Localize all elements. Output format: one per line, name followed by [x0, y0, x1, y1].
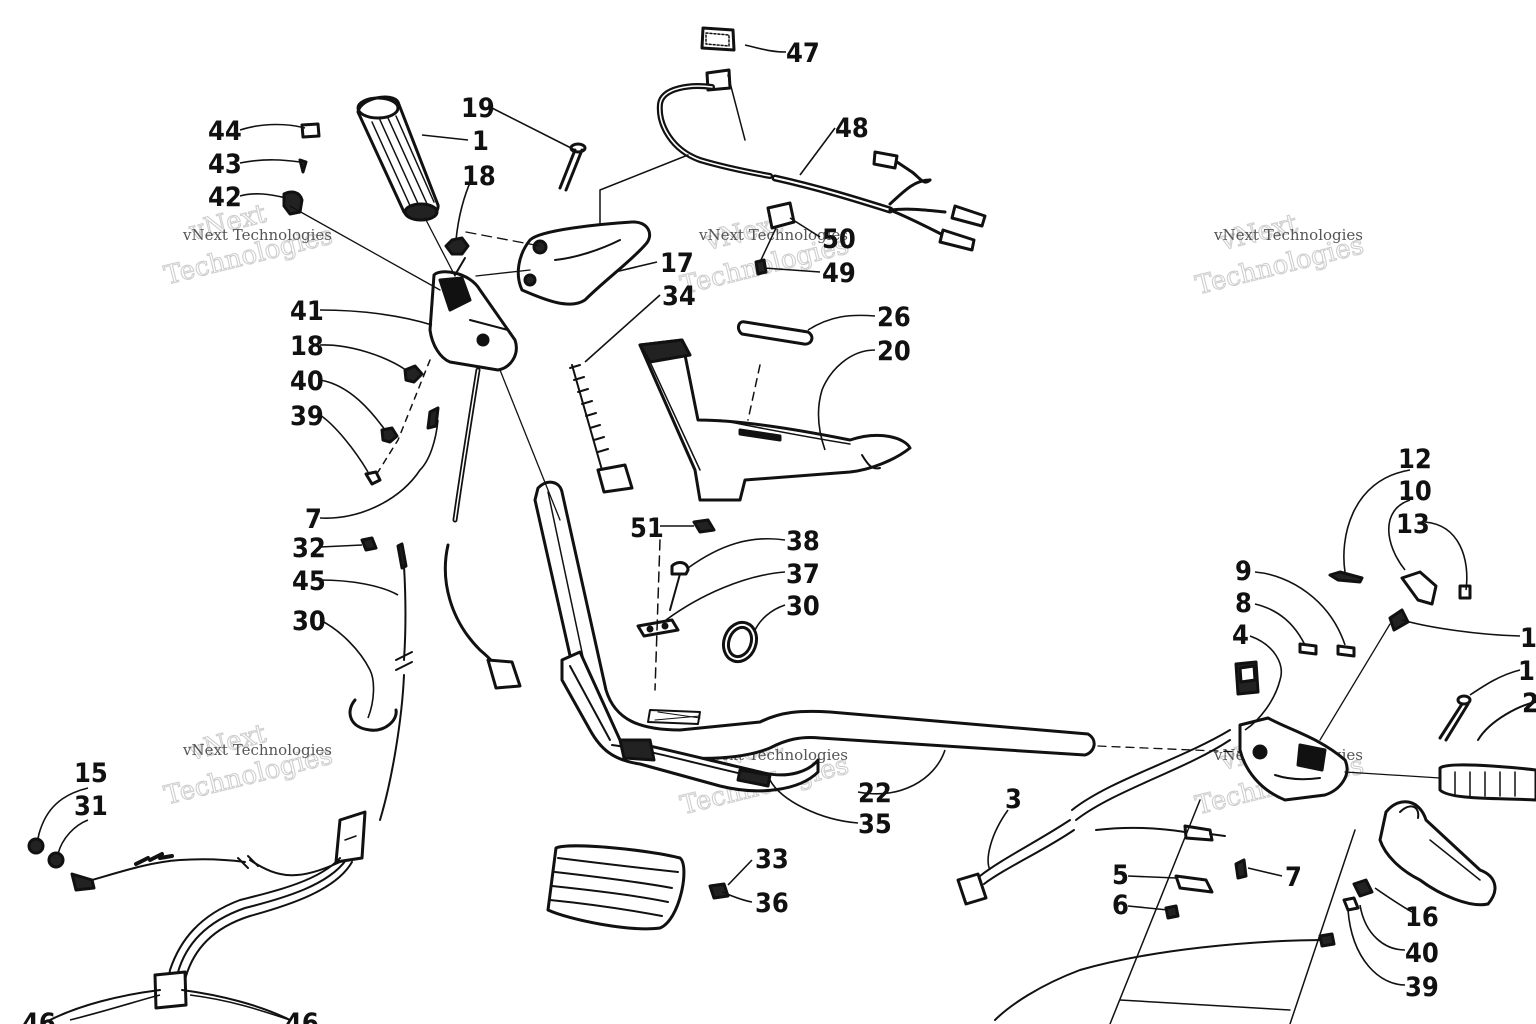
riser-block-35 — [560, 650, 820, 793]
brake-cable — [994, 932, 1336, 1021]
callout-46-right: 46 — [285, 1008, 319, 1024]
callout-30b: 30 — [292, 606, 326, 637]
callout-17: 17 — [660, 248, 694, 279]
callout-45: 45 — [292, 566, 326, 597]
handlebar-grip-right-21 — [1438, 701, 1536, 802]
wiring-harness-48 — [599, 68, 987, 252]
small-parts-8-9 — [1298, 642, 1356, 658]
bolt-14 — [1438, 694, 1472, 742]
screw-7-right — [1234, 858, 1248, 880]
callout-34: 34 — [662, 281, 696, 312]
cable-clamp-30 — [721, 620, 759, 664]
callout-leaders — [37, 44, 1521, 1021]
callout-19: 19 — [461, 93, 495, 124]
callout-39: 39 — [290, 401, 324, 432]
callout-22: 22 — [858, 778, 892, 809]
callout-40b: 40 — [1405, 938, 1439, 969]
callout-13: 13 — [1396, 509, 1430, 540]
callout-43: 43 — [208, 149, 242, 180]
main-harness-46 — [49, 857, 353, 1021]
callout-15: 15 — [74, 758, 108, 789]
switch-bracket-5-6 — [1164, 874, 1214, 920]
fasteners-right-39-40 — [1342, 878, 1374, 912]
pad-brace-26 — [736, 320, 814, 346]
callout-39b: 39 — [1405, 972, 1439, 1003]
callout-labels: 47 48 19 1 18 44 43 42 50 49 17 34 41 18… — [22, 38, 1536, 1024]
callout-7: 7 — [305, 504, 322, 535]
callout-12: 12 — [1398, 444, 1432, 475]
decal-47 — [700, 26, 736, 52]
callout-40: 40 — [290, 366, 324, 397]
callout-42: 42 — [208, 182, 242, 213]
callout-30: 30 — [786, 591, 820, 622]
callout-1: 1 — [472, 126, 489, 157]
fasteners-left-39-40 — [364, 359, 440, 486]
brake-lever-17 — [516, 220, 651, 306]
heater-element-33-36 — [546, 844, 730, 931]
callout-46-left: 46 — [22, 1008, 56, 1024]
callout-49: 49 — [822, 258, 856, 289]
switch-4 — [1234, 660, 1260, 696]
callout-4: 4 — [1232, 620, 1249, 651]
callout-37: 37 — [786, 559, 820, 590]
callout-44: 44 — [208, 116, 242, 147]
fasteners-10-13 — [1328, 570, 1472, 606]
kill-switch-cable-45 — [334, 536, 413, 864]
watermark-brand-line: vNext Technologies — [182, 226, 332, 244]
watermark-top-right: vNext Technologies — [1192, 208, 1367, 302]
switch-housing-right — [1238, 716, 1349, 802]
callout-26: 26 — [877, 302, 911, 333]
callout-18b: 18 — [290, 331, 324, 362]
spring-link-34 — [569, 364, 634, 494]
callout-11: 11 — [1520, 623, 1536, 654]
callout-47: 47 — [786, 38, 820, 69]
nut-51 — [692, 518, 716, 534]
callout-7b: 7 — [1285, 862, 1302, 893]
callout-6: 6 — [1112, 890, 1129, 921]
small-parts-42-44 — [282, 122, 321, 216]
throttle-cable — [443, 367, 522, 690]
callout-5: 5 — [1112, 860, 1129, 891]
callout-20: 20 — [877, 336, 911, 367]
assembly-lines — [289, 205, 1441, 779]
callout-36: 36 — [755, 888, 789, 919]
callout-35: 35 — [858, 809, 892, 840]
nut-18-upper — [444, 236, 470, 256]
callout-31: 31 — [74, 791, 108, 822]
clip-49-50 — [754, 201, 796, 276]
tether-cord-15-31 — [27, 837, 341, 892]
callout-50: 50 — [822, 224, 856, 255]
callout-9: 9 — [1235, 556, 1252, 587]
callout-18: 18 — [462, 161, 496, 192]
callout-33: 33 — [755, 844, 789, 875]
callout-21: 21 — [1522, 688, 1536, 719]
callout-32: 32 — [292, 533, 326, 564]
perspective-lines-right — [1109, 799, 1356, 1024]
callout-10: 10 — [1398, 476, 1432, 507]
handlebar-pad-20 — [638, 338, 912, 502]
throttle-lever-16 — [1378, 800, 1497, 907]
callout-48: 48 — [835, 113, 869, 144]
switch-housing-left-41 — [428, 257, 518, 372]
callout-51: 51 — [630, 513, 664, 544]
handlebar-grip-left-1 — [356, 95, 440, 222]
callout-16: 16 — [1405, 902, 1439, 933]
bolt-38-plate-37 — [636, 561, 690, 638]
callout-41: 41 — [290, 296, 324, 327]
callout-8: 8 — [1235, 588, 1252, 619]
callout-14: 14 — [1518, 656, 1536, 687]
callout-38: 38 — [786, 526, 820, 557]
watermark-brand-line: vNext Technologies — [1213, 226, 1363, 244]
callout-3: 3 — [1005, 784, 1022, 815]
lever-bracket-11 — [1388, 608, 1410, 632]
watermark-brand-line: vNext Technologies — [182, 741, 332, 759]
bolt-19 — [558, 142, 587, 192]
